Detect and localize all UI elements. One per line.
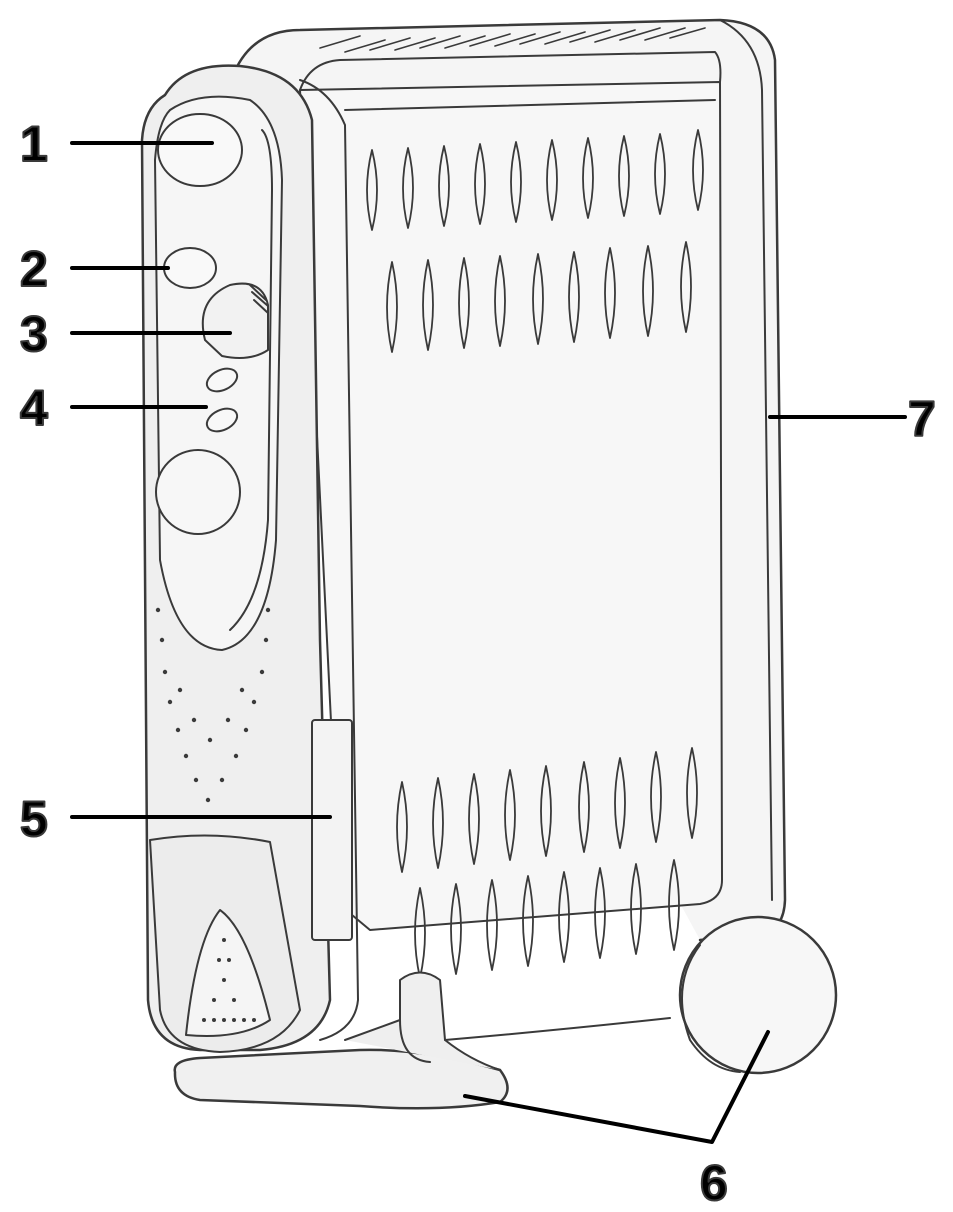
vent-slots-upper-1 (366, 129, 704, 231)
callout-label-2: 2 (20, 241, 48, 297)
leader-6 (463, 1030, 770, 1144)
heater-body (230, 18, 787, 979)
vent-slots-upper-2 (386, 241, 692, 353)
front-panel-inner-top (344, 99, 716, 111)
timer-knob[interactable] (155, 449, 241, 535)
wheel-rim (681, 944, 741, 1073)
front-panel-top-lip (299, 51, 722, 91)
wheel[interactable] (678, 915, 838, 1075)
rear-foot-bar (444, 1017, 671, 1041)
callout-label-1: 1 (20, 116, 48, 172)
heat-indicator-lamp (163, 247, 217, 289)
foot-bracket-front (399, 1019, 431, 1063)
control-column-side (299, 79, 359, 1041)
cord-storage-compartment (311, 719, 353, 941)
thermostat-knob[interactable] (201, 282, 269, 359)
front-foot (173, 1048, 509, 1110)
vent-slots-lower-2 (414, 859, 680, 979)
control-column (140, 64, 359, 1053)
column-base-dots (202, 938, 256, 1022)
front-panel (299, 81, 723, 931)
power-indicator-lamp (157, 113, 243, 187)
callout-label-3: 3 (20, 306, 48, 362)
feet-assembly (173, 915, 838, 1110)
power-switch-lower[interactable] (203, 404, 240, 436)
vent-slots-lower-1 (396, 747, 698, 873)
ventilation-dots (155, 607, 271, 803)
callout-leaders (70, 141, 907, 1144)
heater-right-edge (719, 19, 773, 901)
callout-label-4: 4 (20, 380, 48, 436)
callout-label-5: 5 (20, 791, 48, 847)
callout-label-6: 6 (700, 1155, 728, 1211)
column-base-grille (185, 909, 271, 1037)
power-switch-upper[interactable] (203, 364, 240, 396)
thermostat-knob-ridge (249, 284, 269, 314)
callout-label-7: 7 (908, 391, 936, 447)
callout-labels: 1 2 3 4 5 6 7 (19, 115, 937, 1212)
top-grille (319, 27, 706, 53)
control-recess-inner (229, 129, 273, 631)
foot-bracket (344, 971, 501, 1071)
